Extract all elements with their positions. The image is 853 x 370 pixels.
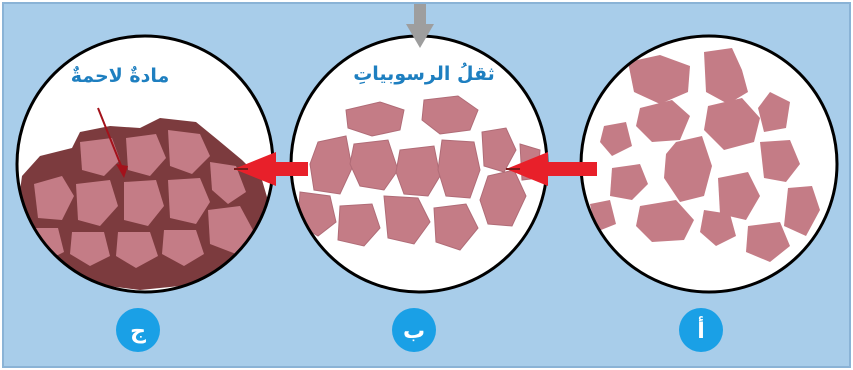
- down-arrow-icon: [406, 4, 434, 48]
- stage-c-circle: [15, 34, 275, 294]
- cement-label: مادةٌ لاحمةٌ: [71, 65, 170, 87]
- left-arrow-icon: [506, 152, 597, 186]
- stage-a-badge: أ: [679, 308, 723, 352]
- left-arrow-icon: [234, 152, 308, 186]
- stage-c-badge: ج: [116, 308, 160, 352]
- svg-text:أ: أ: [697, 315, 705, 344]
- pointer-arrow-icon: [97, 107, 128, 178]
- weight-label: ثقلُ الرسوبياتِ: [353, 62, 495, 85]
- svg-text:ب: ب: [403, 319, 425, 344]
- loose-grains: [590, 48, 820, 262]
- cemented-grains: [17, 118, 272, 290]
- svg-text:ج: ج: [130, 319, 146, 344]
- stage-a-circle: [579, 34, 839, 294]
- stage-b-circle: [289, 34, 549, 294]
- stage-b-badge: ب: [392, 308, 436, 352]
